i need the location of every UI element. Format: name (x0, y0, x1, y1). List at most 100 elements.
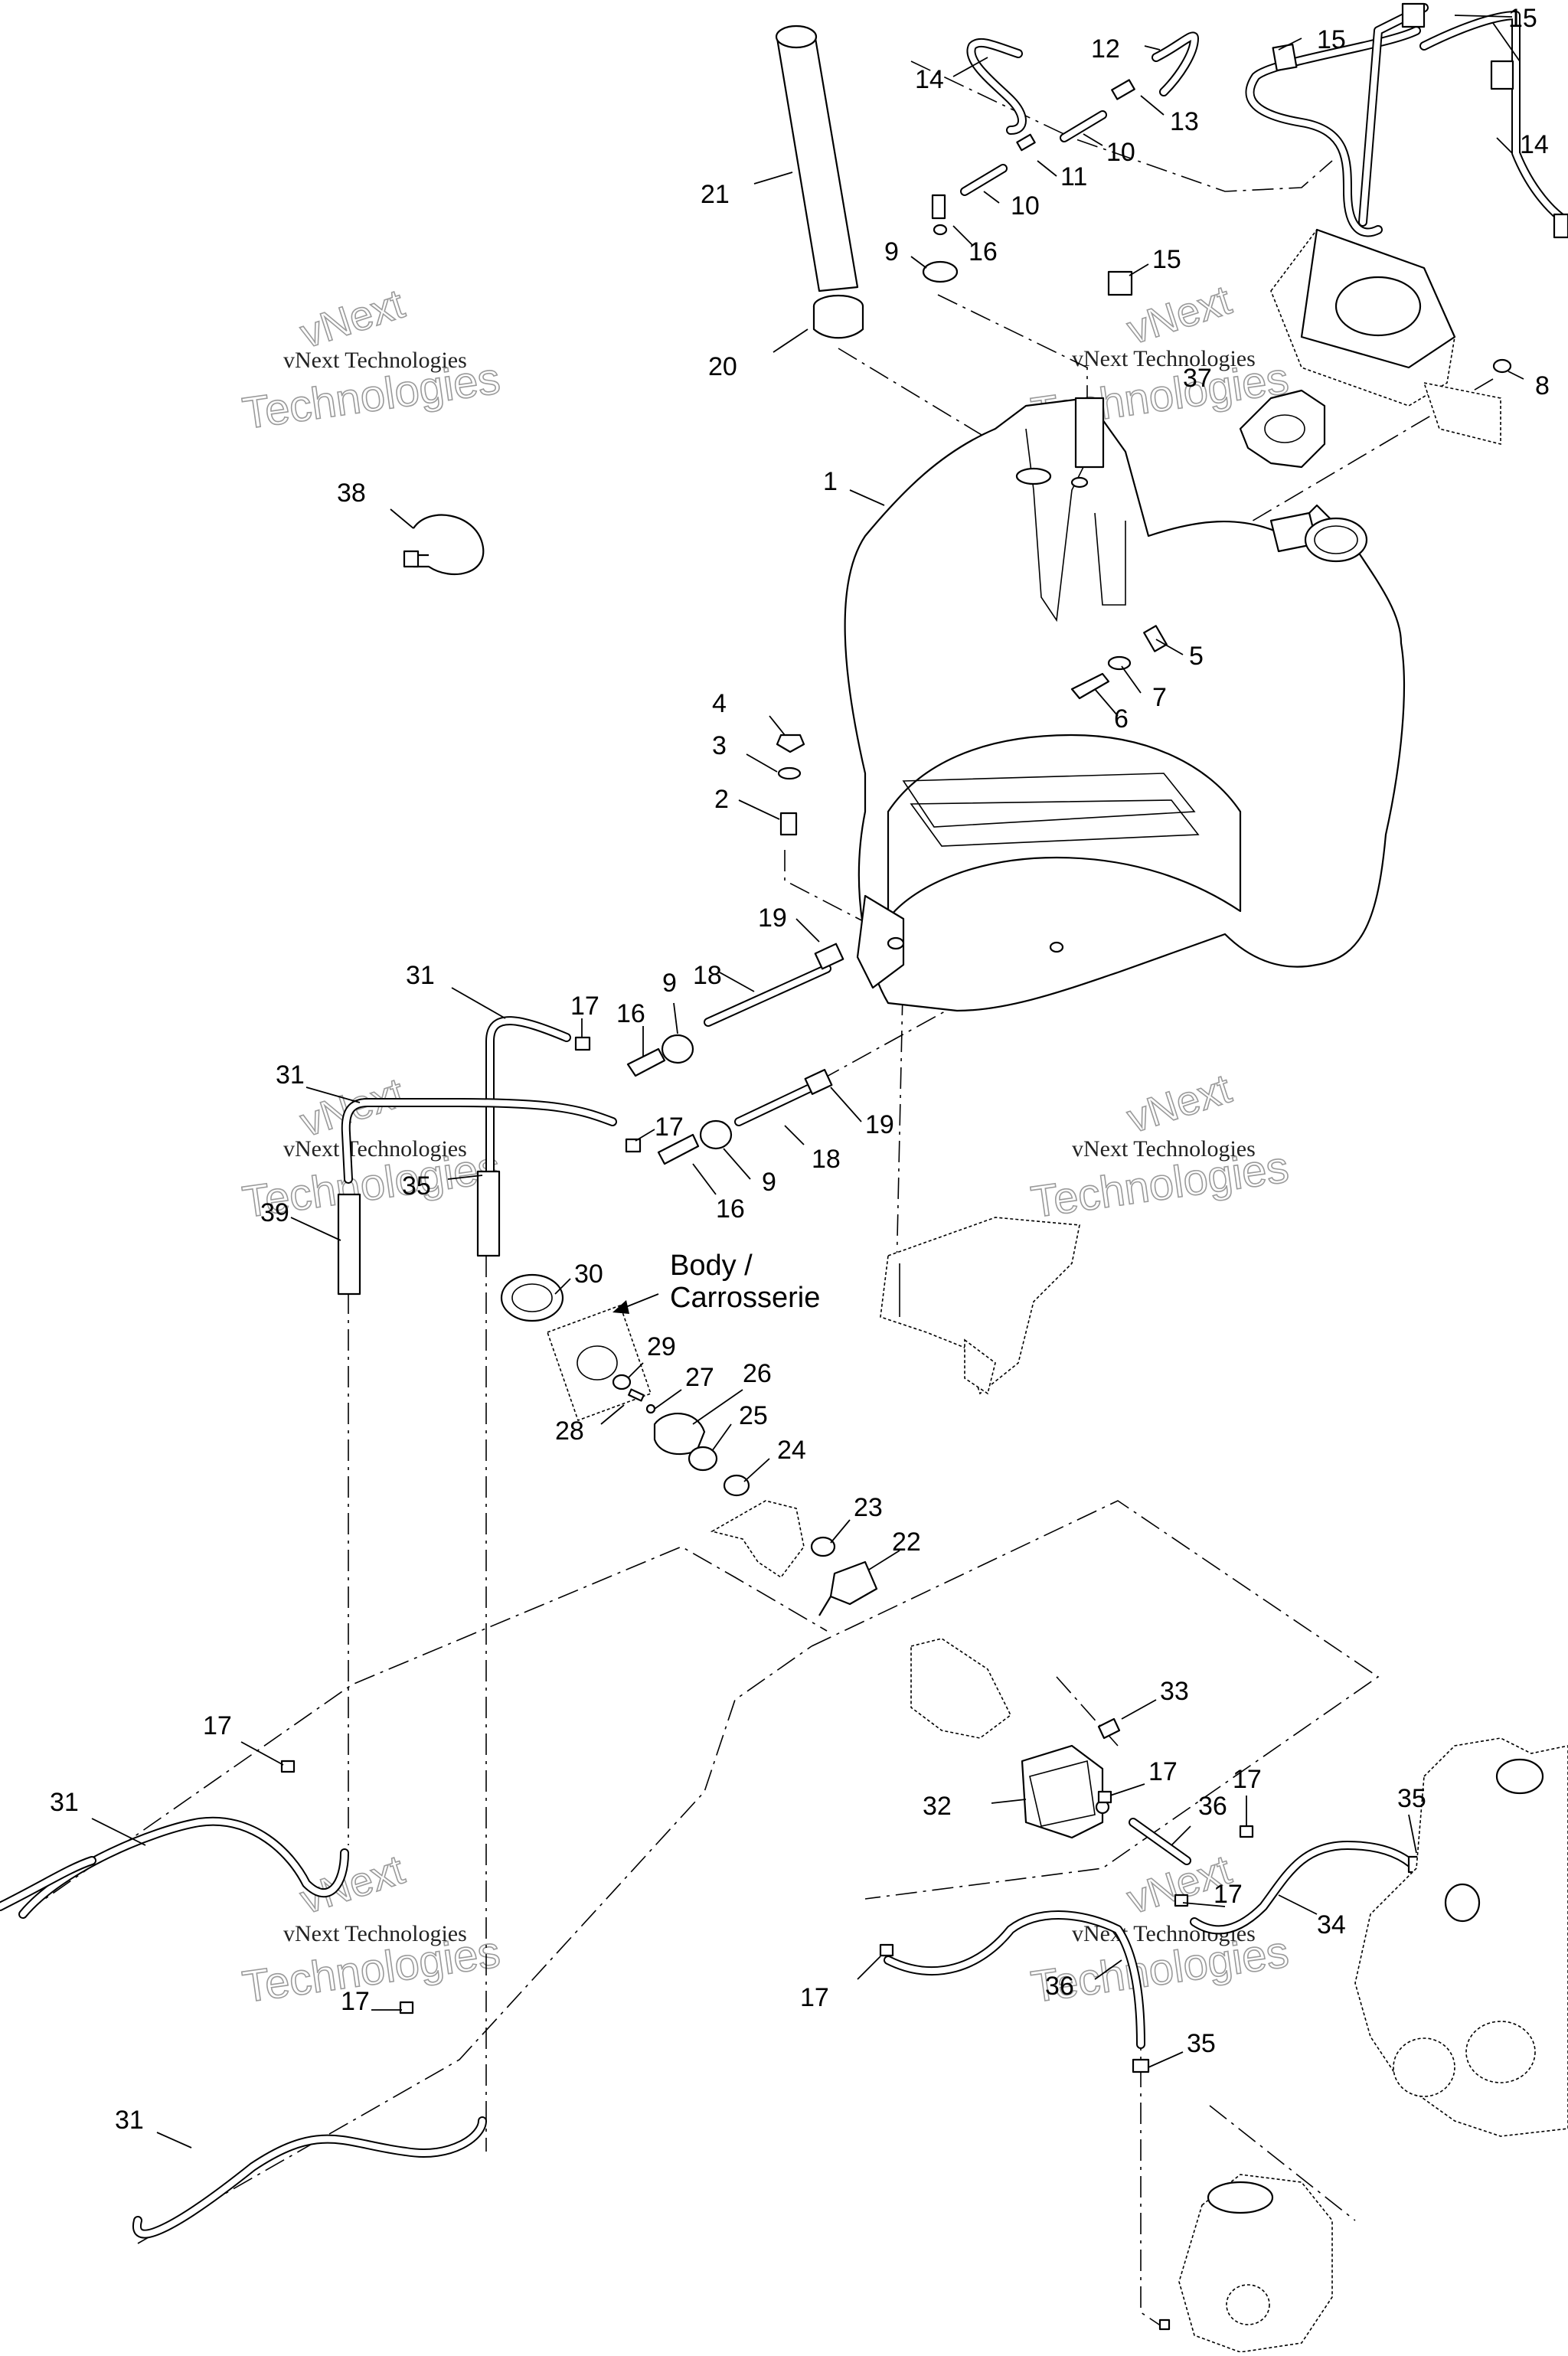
fuel-pump-assembly (910, 1638, 1121, 1839)
cable-clip-38-head (403, 550, 420, 568)
tank-outlet-port (1049, 941, 1064, 953)
callout-17-left: 17 (800, 1983, 829, 2012)
clamp-17-pump (1097, 1790, 1112, 1804)
callout-17-pump-lower: 17 (1214, 1880, 1243, 1909)
engine-cover (1465, 2021, 1536, 2083)
callout-16-top: 16 (969, 237, 998, 266)
lower-fuel-lines (0, 1760, 1427, 2239)
callout-2: 2 (714, 785, 729, 814)
valve-22 (829, 1560, 878, 1606)
callout-9-lower: 9 (762, 1168, 776, 1197)
callout-3: 3 (712, 731, 727, 760)
callout-17-pump: 17 (1148, 1757, 1178, 1786)
callout-24: 24 (777, 1436, 806, 1465)
callout-7: 7 (1152, 683, 1167, 712)
grommet-9-top (922, 260, 959, 283)
callout-11: 11 (1060, 162, 1087, 191)
nut-29 (612, 1374, 632, 1390)
clamp-17-upper (574, 1036, 591, 1051)
filler-seal-20 (812, 306, 864, 339)
watermark-4: vNext vNext Technologies Technologies (1027, 1065, 1292, 1228)
tank-rib-1 (902, 773, 1196, 828)
clamp-17-pump-right (1239, 1825, 1254, 1838)
washer-3 (777, 766, 802, 780)
centerline-body-bolt (895, 956, 904, 1310)
callout-27: 27 (685, 1363, 714, 1392)
clamp-17-left (879, 1943, 894, 1957)
fuel-tank (844, 397, 1406, 1012)
clip-15c (1490, 60, 1514, 90)
callout-21: 21 (701, 180, 730, 209)
grommet-9-lower (699, 1119, 733, 1150)
carburetor-bore (1226, 2284, 1270, 2325)
vent-elbow-16 (931, 194, 946, 220)
vent-hose-long (1419, 11, 1568, 227)
tank-channel-2 (1094, 512, 1126, 606)
callout-10-top: 10 (1106, 138, 1135, 167)
tank-mount-tab-left (856, 894, 905, 989)
watermark-line1: vNext Technologies (283, 348, 467, 373)
engine-assembly (1158, 1737, 1568, 2353)
clip-15e (1553, 213, 1568, 239)
clamp-35-carb (1132, 2058, 1150, 2073)
watermark-5: vNext vNext Technologies Technologies (239, 1846, 504, 2013)
tank-filler-neck (1304, 517, 1368, 563)
engine-cylinder-head (1495, 1758, 1544, 1795)
callout-20: 20 (708, 352, 737, 381)
clamp-17-pump-lower (1174, 1894, 1189, 1907)
centerline-pump-bracket (811, 1500, 1380, 1900)
tank-rib-2 (910, 799, 1200, 847)
connector-19-upper (814, 943, 844, 970)
carburetor-fitting (1158, 2318, 1171, 2331)
centerline-fuel-line-upper (22, 1546, 828, 1915)
vent-filter-13 (1111, 79, 1135, 100)
watermark-line1: vNext Technologies (1072, 1136, 1256, 1162)
fuel-line-31-upper (485, 1016, 571, 1176)
tank-seat-area (887, 734, 1242, 920)
callout-38: 38 (337, 479, 366, 508)
nut-4 (776, 734, 805, 753)
floor-panel-opening (1334, 276, 1422, 337)
seal-30 (500, 1273, 564, 1322)
vent-tee-11 (1016, 133, 1036, 152)
callout-39: 39 (260, 1198, 289, 1227)
tank-hardware (776, 625, 1168, 836)
tank-filler-neck-inner (1314, 525, 1358, 554)
callout-30: 30 (574, 1260, 603, 1289)
bolt-33 (1097, 1717, 1121, 1740)
body-callout-arrowhead (612, 1300, 629, 1314)
callout-33: 33 (1160, 1677, 1189, 1706)
filler-tube-21-top (775, 25, 818, 49)
connector-19-lower (804, 1069, 833, 1095)
floor-panel-edge (1423, 381, 1501, 446)
callout-25: 25 (739, 1401, 768, 1430)
tank-filler-hole (1015, 467, 1052, 485)
callout-19-upper: 19 (758, 904, 787, 933)
fitting-16-upper (626, 1047, 666, 1077)
callout-35-engine: 35 (1397, 1784, 1426, 1813)
washer-7 (1107, 655, 1132, 671)
flange-26 (653, 1413, 706, 1455)
callout-9-top: 9 (884, 237, 899, 266)
callout-1: 1 (823, 467, 838, 496)
centerline-engine-link (1209, 2105, 1356, 2221)
nut-8 (1492, 358, 1512, 374)
callout-22: 22 (892, 1528, 921, 1557)
callout-9-upper: 9 (662, 969, 677, 998)
callout-18-lower: 18 (812, 1145, 841, 1174)
vent-elbow-16-tip (933, 224, 948, 236)
pump-bracket (910, 1638, 1012, 1739)
clamp-17-line-lower (399, 2001, 414, 2015)
callout-17-pump-right: 17 (1233, 1765, 1262, 1794)
body-bracket (880, 1217, 1080, 1395)
callout-17-lower: 17 (655, 1113, 684, 1142)
spacer-2 (779, 812, 798, 836)
callout-4: 4 (712, 689, 727, 718)
clip-15d (1107, 270, 1133, 296)
tank-vent-tab (1074, 397, 1105, 469)
centerline-vent-hose (910, 60, 1333, 192)
centerline-grommet (937, 294, 1088, 429)
callout-32: 32 (923, 1792, 952, 1821)
engine-pulley (1393, 2037, 1455, 2097)
